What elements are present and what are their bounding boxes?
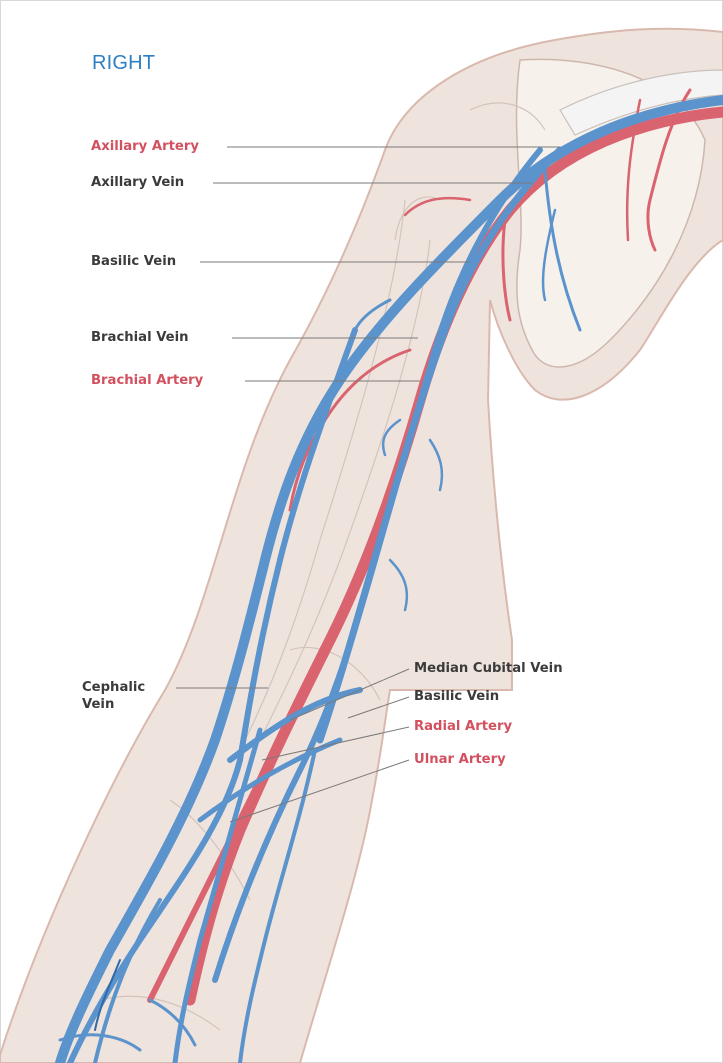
label-brachial-artery: Brachial Artery [91,372,203,389]
side-label: RIGHT [92,52,155,75]
label-radial-artery: Radial Artery [414,718,512,735]
label-basilic-vein-upper: Basilic Vein [91,253,176,270]
label-ulnar-artery: Ulnar Artery [414,751,506,768]
label-axillary-artery: Axillary Artery [91,138,199,155]
label-axillary-vein: Axillary Vein [91,174,184,191]
label-median-cubital-vein: Median Cubital Vein [414,660,563,677]
label-brachial-vein: Brachial Vein [91,329,189,346]
label-cephalic-vein: Cephalic Vein [82,679,145,713]
label-basilic-vein-lower: Basilic Vein [414,688,499,705]
